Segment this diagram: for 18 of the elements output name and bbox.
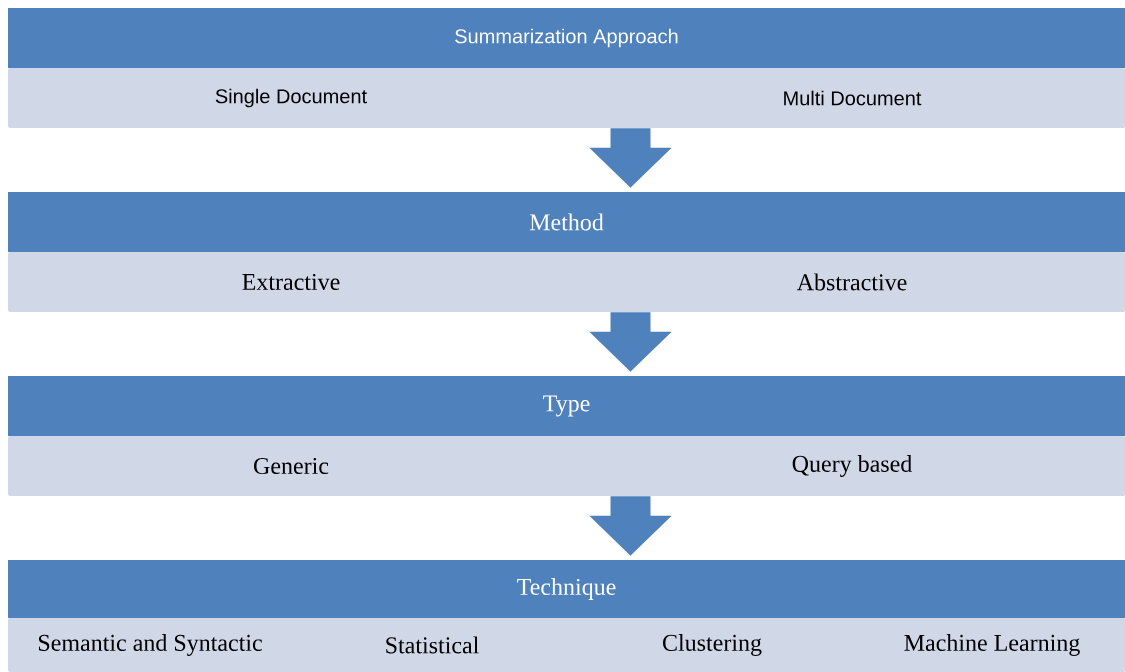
- header-bar: Technique: [8, 560, 1125, 618]
- band-label: Generic: [254, 457, 329, 475]
- category-band: [8, 436, 1125, 496]
- band-label: Multi Document: [784, 90, 922, 106]
- band-label: Single Document: [215, 88, 367, 108]
- category-band: [8, 618, 1125, 672]
- band-label: Machine Learning: [904, 634, 1080, 656]
- header-bar: Method: [8, 192, 1125, 252]
- band-label: Clustering: [663, 634, 762, 656]
- category-band: [8, 252, 1125, 312]
- band-label: Statistical: [386, 636, 479, 654]
- band-label: Abstractive: [796, 273, 907, 291]
- header-bar: Type: [8, 376, 1125, 436]
- category-band: [8, 68, 1125, 128]
- band-label: Semantic and Syntactic: [39, 634, 262, 656]
- band-label: Query based: [792, 455, 912, 477]
- band-label: Extractive: [242, 273, 340, 291]
- header-bar: Summarization Approach: [8, 8, 1125, 68]
